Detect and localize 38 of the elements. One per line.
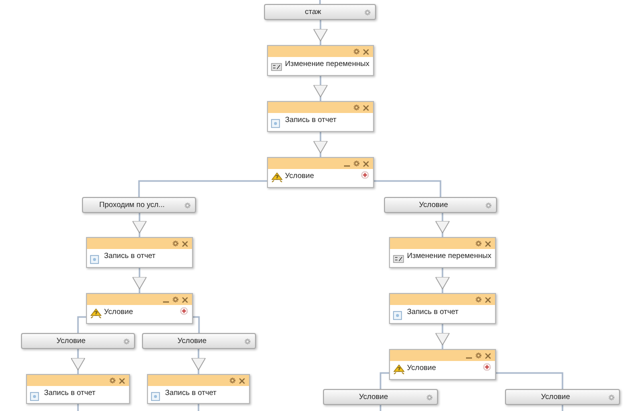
- connector: [193, 316, 200, 333]
- connector: [132, 213, 147, 237]
- connector: [562, 405, 564, 411]
- connector: [70, 349, 86, 374]
- connector: [313, 20, 328, 45]
- branch-bar: [384, 197, 497, 213]
- step-card: [267, 45, 374, 76]
- connector: [132, 268, 147, 293]
- branch-bar: [142, 333, 256, 349]
- connector: [380, 372, 389, 389]
- connector: [435, 268, 450, 293]
- branch-bar: [505, 389, 620, 405]
- connector: [77, 316, 86, 333]
- connector: [138, 180, 267, 197]
- connector: [319, 0, 321, 4]
- connector: [198, 404, 200, 411]
- connector: [191, 349, 206, 374]
- connector: [313, 76, 328, 101]
- step-card: [267, 101, 374, 132]
- step-card: [389, 237, 496, 268]
- connector: [496, 372, 564, 389]
- connector: [435, 213, 450, 237]
- step-card: [267, 157, 374, 188]
- branch-bar: [82, 197, 196, 213]
- connector: [77, 404, 79, 411]
- step-card: [147, 374, 250, 404]
- connector: [435, 324, 450, 349]
- branch-bar: [264, 4, 376, 20]
- step-card: [389, 349, 496, 380]
- step-card: [86, 237, 193, 268]
- step-card: [389, 293, 496, 324]
- step-card: [26, 374, 130, 404]
- connector: [374, 180, 442, 197]
- branch-bar: [21, 333, 135, 349]
- branch-bar: [323, 389, 438, 405]
- connector: [380, 405, 382, 411]
- connector: [313, 132, 328, 157]
- step-card: [86, 293, 193, 324]
